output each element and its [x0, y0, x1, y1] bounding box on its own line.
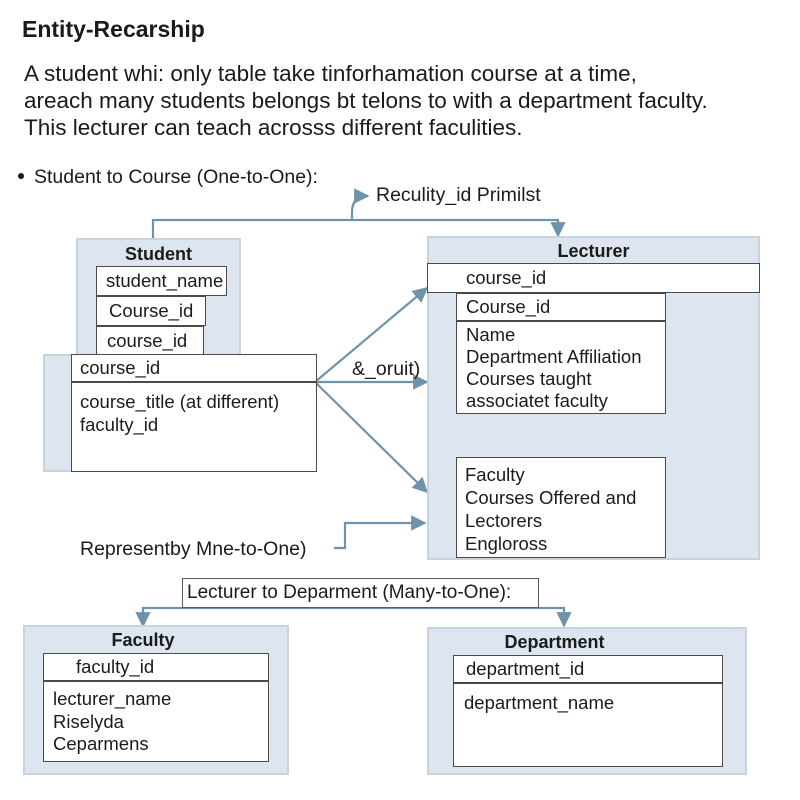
lecturer-key-box: course_id: [427, 263, 760, 293]
page-title: Entity-Recarship: [22, 16, 205, 42]
faculty-entity-title: Faculty: [111, 630, 175, 650]
department-entity-title: Department: [504, 632, 605, 652]
lecturer-entity-title: Lecturer: [557, 241, 630, 261]
lecturer-inner-key-box: Course_id: [456, 293, 666, 321]
course-body-2: faculty_id: [80, 414, 159, 435]
student-attr-box: Course_id: [96, 296, 206, 326]
bullet-dot-icon: [18, 172, 24, 179]
top-bracket-line: [151, 218, 566, 238]
lecturer-department-label: Lecturer to Deparment (Many-to-One):: [187, 582, 512, 603]
lecturer-attr-1: Name: [466, 324, 516, 345]
course-body-box: course_title (at different) faculty_id: [71, 382, 317, 472]
faculty-attr-1: lecturer_name: [53, 688, 172, 709]
course-body-1: course_title (at different): [80, 391, 280, 412]
intro-line-1: A student whi: only table take tinforham…: [24, 61, 637, 86]
course-key-box: course_id: [71, 354, 317, 382]
lecturer-faculty-2: Courses Offered and: [465, 487, 637, 508]
arrow-to-lecturer-key: [314, 287, 429, 383]
student-attr-box: course_id: [96, 326, 204, 356]
department-body-box: department_name: [453, 683, 723, 767]
top-label-arrow: [350, 188, 370, 220]
lecturer-attr-4: associatet faculty: [466, 390, 608, 411]
lecturer-inner-body-box: Name Department Affiliation Courses taug…: [456, 321, 666, 414]
department-key: department_id: [466, 658, 585, 679]
bottom-bracket-line: [141, 606, 572, 628]
arrow-to-lecturer-faculty: [314, 381, 429, 494]
lecturer-faculty-3: Lectorers: [465, 510, 543, 531]
faculty-attr-3: Ceparmens: [53, 733, 149, 754]
bullet-label: Student to Course (One-to-One):: [34, 166, 318, 188]
student-attr-1: student_name: [106, 270, 224, 291]
lecturer-department-label-box: Lecturer to Deparment (Many-to-One):: [182, 578, 539, 608]
lecturer-faculty-4: Engloross: [465, 533, 548, 554]
lecturer-attr-2: Department Affiliation: [466, 346, 642, 367]
relationship-bullet: Student to Course (One-to-One):: [18, 166, 318, 189]
lecturer-attr-3: Courses taught: [466, 368, 592, 389]
lecturer-faculty-1: Faculty: [465, 464, 525, 485]
faculty-key: faculty_id: [76, 656, 155, 677]
intro-line-2: areach many students belongs bt telons t…: [24, 88, 708, 113]
student-attr-2: Course_id: [109, 300, 194, 321]
department-key-box: department_id: [453, 655, 723, 683]
top-connector-label: Reculity_id Primilst: [376, 184, 541, 206]
faculty-key-box: faculty_id: [43, 653, 269, 681]
lecturer-inner-key: Course_id: [466, 296, 551, 317]
faculty-attr-2: Riselyda: [53, 711, 124, 732]
student-attr-box: student_name: [96, 266, 227, 296]
student-entity-title: Student: [125, 244, 192, 264]
middle-connector-label: &_oruit): [352, 358, 421, 380]
student-attr-3: course_id: [107, 330, 188, 351]
intro-text: A student whi: only table take tinforham…: [24, 60, 794, 141]
lecturer-key: course_id: [466, 267, 547, 288]
lecturer-faculty-box: Faculty Courses Offered and Lectorers En…: [456, 457, 666, 558]
course-key: course_id: [80, 357, 161, 378]
department-attr-1: department_name: [464, 692, 615, 713]
faculty-body-box: lecturer_name Riselyda Ceparmens: [43, 681, 269, 762]
represent-label: Representby Mne-to-One): [80, 538, 307, 560]
represent-bracket: [334, 515, 427, 550]
intro-line-3: This lecturer can teach acrosss differen…: [24, 115, 523, 140]
